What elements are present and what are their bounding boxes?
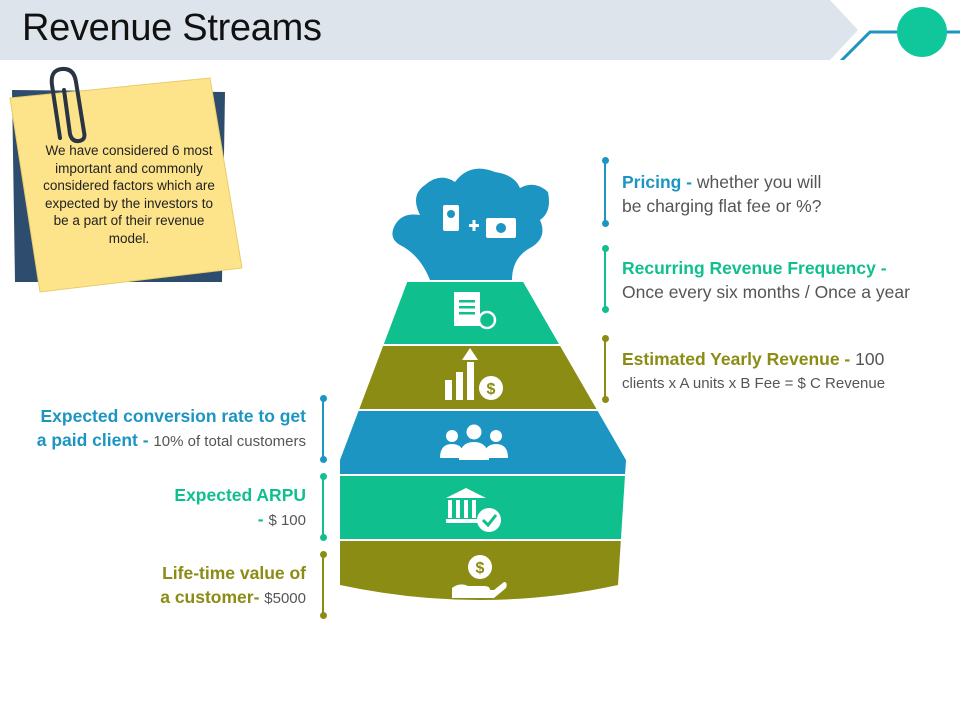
conversion-item: Expected conversion rate to get a paid c… bbox=[37, 405, 306, 453]
yearly-label: Estimated Yearly Revenue - bbox=[622, 349, 856, 369]
accent-dot bbox=[897, 7, 947, 57]
band-green-2 bbox=[340, 476, 626, 539]
bracket-pricing bbox=[601, 157, 609, 227]
yearly-value: 100 bbox=[855, 349, 885, 369]
pricing-label: Pricing - bbox=[622, 172, 697, 192]
growth-chart-dollar-icon: $ bbox=[445, 348, 503, 400]
svg-text:$: $ bbox=[476, 560, 485, 577]
yearly-text: clients x A units x B Fee = $ C Revenue bbox=[622, 375, 886, 392]
ltv-value: $5000 bbox=[264, 590, 306, 607]
arpu-item: Expected ARPU - $ 100 bbox=[174, 484, 306, 532]
money-plus-cash-icon bbox=[443, 205, 516, 238]
sticky-note bbox=[9, 66, 243, 293]
ltv-item: Life-time value of a customer- $5000 bbox=[160, 562, 306, 610]
bracket-conversion bbox=[319, 395, 327, 463]
svg-text:$: $ bbox=[487, 381, 496, 398]
yearly-item: Estimated Yearly Revenue - 100 clients x… bbox=[622, 348, 885, 395]
arpu-label-line2: - bbox=[257, 509, 269, 529]
band-olive-2 bbox=[340, 541, 626, 600]
band-blue bbox=[340, 411, 626, 474]
recurring-label: Recurring Revenue Frequency - bbox=[622, 258, 887, 278]
conversion-label-line2: a paid client - bbox=[36, 430, 154, 450]
ltv-label-line1: Life-time value of bbox=[162, 563, 306, 583]
arpu-label-line1: Expected ARPU bbox=[174, 485, 306, 505]
band-olive-1 bbox=[340, 346, 626, 409]
hand-dollar-icon: $ bbox=[452, 555, 507, 598]
bracket-arpu bbox=[319, 473, 327, 541]
ltv-label-line2: a customer- bbox=[160, 587, 265, 607]
group-people-icon bbox=[440, 424, 508, 460]
document-clock-icon bbox=[454, 292, 497, 330]
conversion-label-line1: Expected conversion rate to get bbox=[40, 406, 307, 426]
arpu-value: $ 100 bbox=[268, 512, 306, 529]
note-text: We have considered 6 most important and … bbox=[43, 143, 215, 246]
conversion-value: 10% of total customers bbox=[153, 433, 306, 450]
paperclip-icon bbox=[49, 66, 87, 144]
bracket-recurring bbox=[601, 245, 609, 313]
pricing-text-line1: whether you will bbox=[696, 172, 822, 192]
recurring-text: Once every six months / Once a year bbox=[622, 282, 910, 302]
title-banner bbox=[0, 0, 960, 60]
recurring-item: Recurring Revenue Frequency - Once every… bbox=[622, 257, 910, 305]
money-bag: $ $ bbox=[340, 168, 626, 600]
bracket-ltv bbox=[319, 551, 327, 619]
pricing-item: Pricing - whether you will be charging f… bbox=[622, 171, 821, 219]
pricing-text-line2: be charging flat fee or %? bbox=[622, 196, 822, 216]
page-title: Revenue Streams bbox=[22, 7, 322, 49]
bank-check-icon bbox=[446, 488, 501, 532]
bracket-yearly bbox=[601, 335, 609, 403]
